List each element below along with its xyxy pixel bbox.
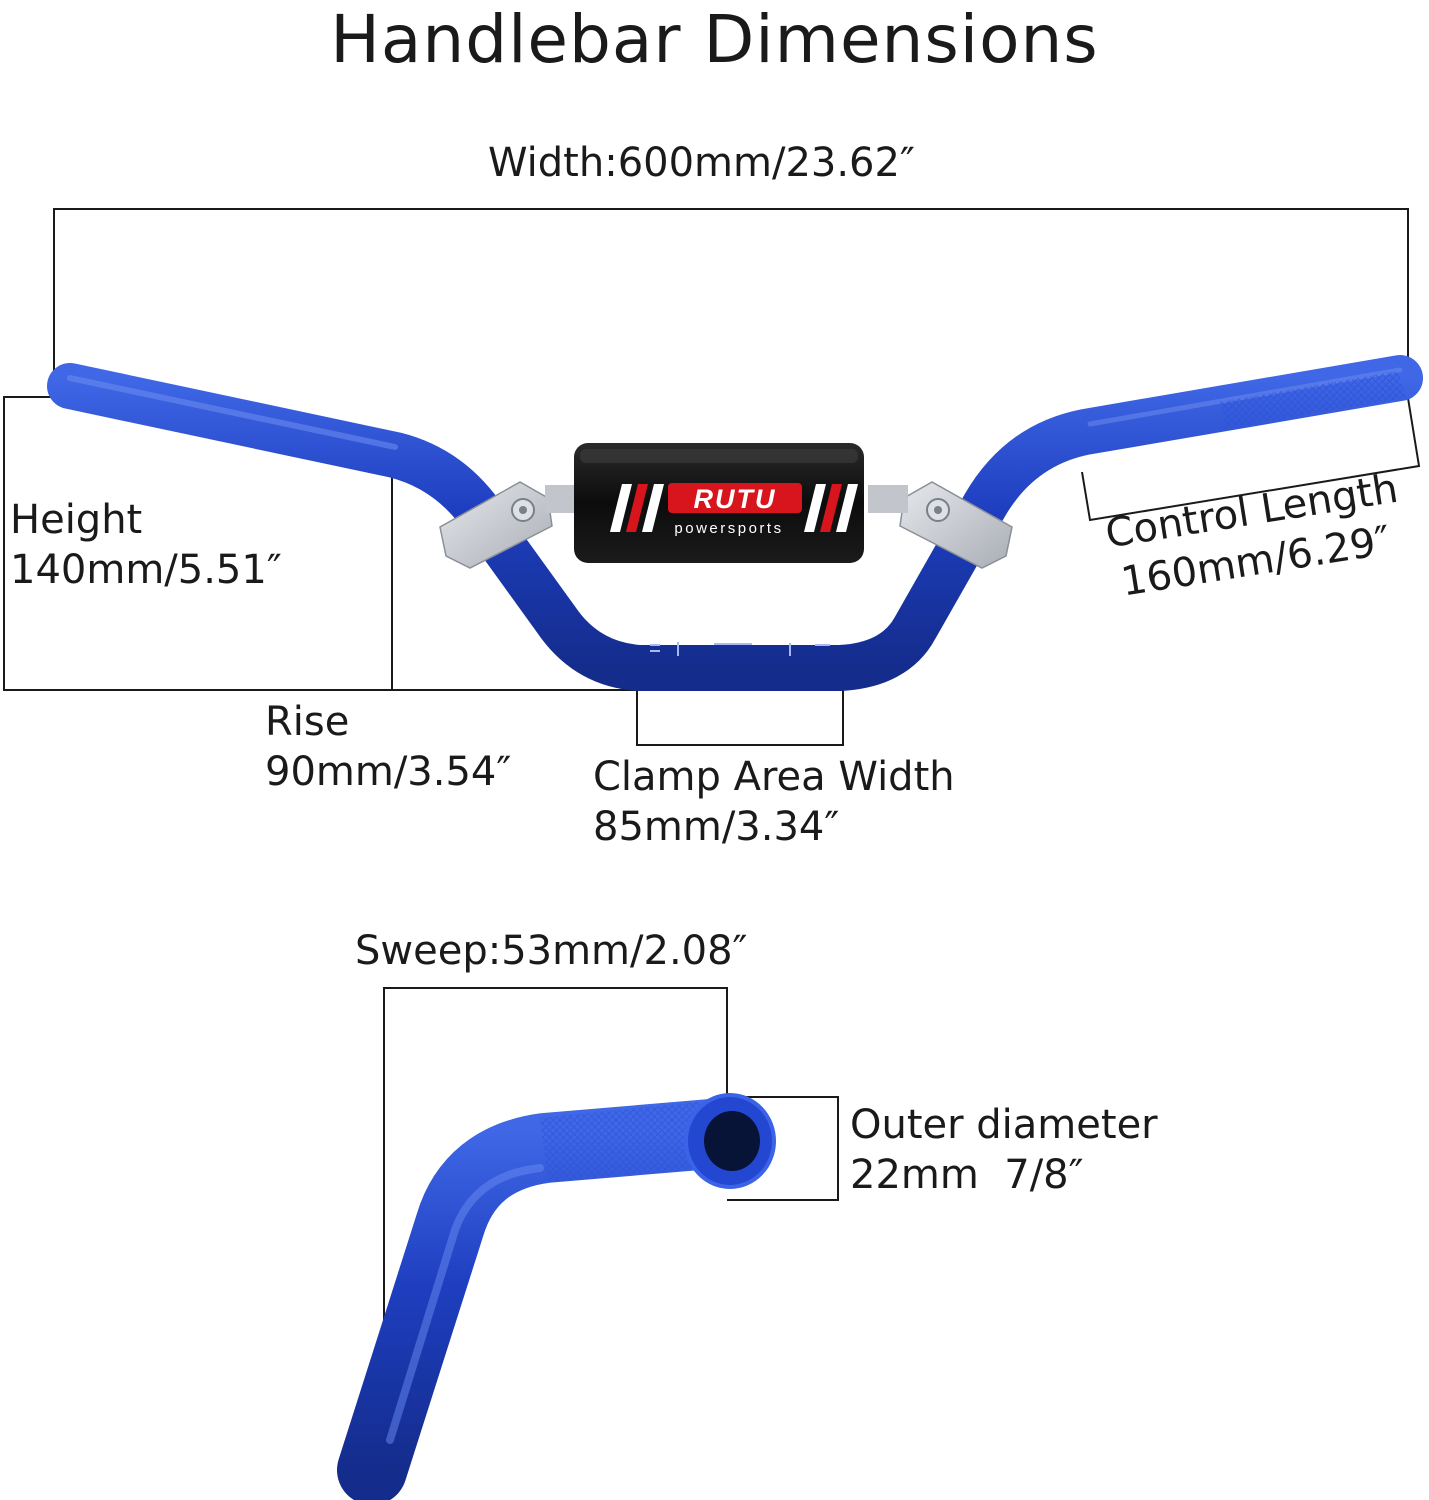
crossbar-pad <box>574 443 864 563</box>
grip-end-knurling <box>540 1100 730 1182</box>
dimension-lines <box>3 208 1421 1495</box>
sweep-label: Sweep:53mm/2.08″ <box>355 926 748 976</box>
width-dimension-line <box>53 208 1409 395</box>
width-label: Width:600mm/23.62″ <box>488 138 915 188</box>
brand-tagline: powersports <box>674 520 783 537</box>
outer-diameter-dimension-line <box>727 1096 839 1201</box>
outer-diameter-value: 22mm 7/8″ <box>850 1152 1084 1198</box>
clamp-area-title: Clamp Area Width <box>593 754 955 800</box>
height-title: Height <box>10 497 143 543</box>
center-markings <box>650 642 830 656</box>
sweep-dimension-line <box>383 987 728 1495</box>
outer-diameter-label: Outer diameter 22mm 7/8″ <box>850 1100 1158 1200</box>
height-dimension-line <box>3 396 393 691</box>
grip-end-view <box>337 1093 776 1500</box>
clamp-area-value: 85mm/3.34″ <box>593 804 840 850</box>
clamp-area-label: Clamp Area Width 85mm/3.34″ <box>593 752 955 852</box>
grip-knurling <box>1220 371 1406 428</box>
control-length-dimension-line <box>1081 397 1421 522</box>
height-label: Height 140mm/5.51″ <box>10 495 282 595</box>
clamp-dimension-line <box>636 690 844 746</box>
tube-end-bore <box>704 1111 760 1171</box>
handlebar-tube <box>47 355 1423 691</box>
left-clamp <box>439 481 575 569</box>
sweep-value: Sweep:53mm/2.08″ <box>355 928 748 974</box>
rise-title: Rise <box>265 699 350 745</box>
page-title: Handlebar Dimensions <box>330 1 1099 78</box>
rise-label: Rise 90mm/3.54″ <box>265 697 511 797</box>
width-value: Width:600mm/23.62″ <box>488 140 915 186</box>
rise-value: 90mm/3.54″ <box>265 749 512 795</box>
pad-stripes <box>610 484 858 532</box>
height-value: 140mm/5.51″ <box>10 547 282 593</box>
brand-name: RUTU <box>694 484 777 514</box>
outer-diameter-title: Outer diameter <box>850 1102 1158 1148</box>
right-clamp <box>868 481 1013 569</box>
